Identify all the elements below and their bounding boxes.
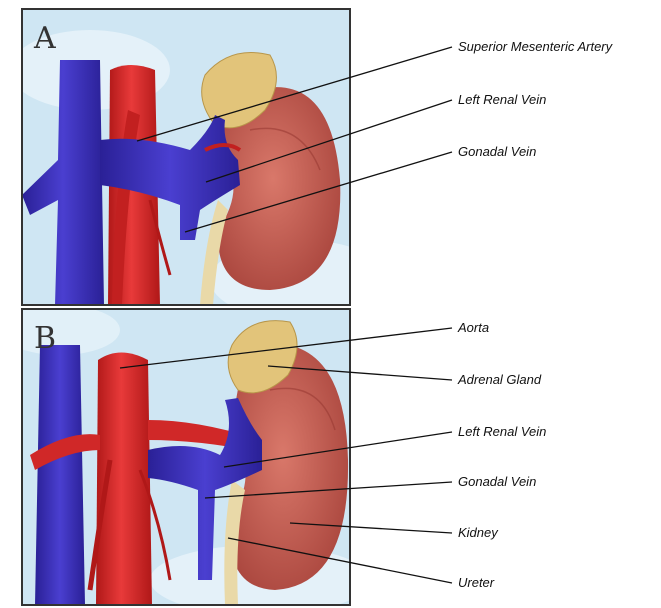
panel-a: A (10, 9, 390, 320)
label-superior-mesenteric-artery: Superior Mesenteric Artery (458, 39, 612, 54)
panel-b: B (0, 305, 370, 608)
label-aorta: Aorta (458, 320, 489, 335)
panel-a-letter: A (33, 21, 56, 56)
panel-b-letter: B (34, 321, 56, 356)
label-gonadal-vein-a: Gonadal Vein (458, 144, 536, 159)
label-ureter: Ureter (458, 575, 494, 590)
label-kidney: Kidney (458, 525, 498, 540)
label-left-renal-vein-b: Left Renal Vein (458, 424, 546, 439)
label-left-renal-vein-a: Left Renal Vein (458, 92, 546, 107)
label-gonadal-vein-b: Gonadal Vein (458, 474, 536, 489)
label-adrenal-gland: Adrenal Gland (458, 372, 541, 387)
inferior-vena-cava (35, 345, 85, 605)
